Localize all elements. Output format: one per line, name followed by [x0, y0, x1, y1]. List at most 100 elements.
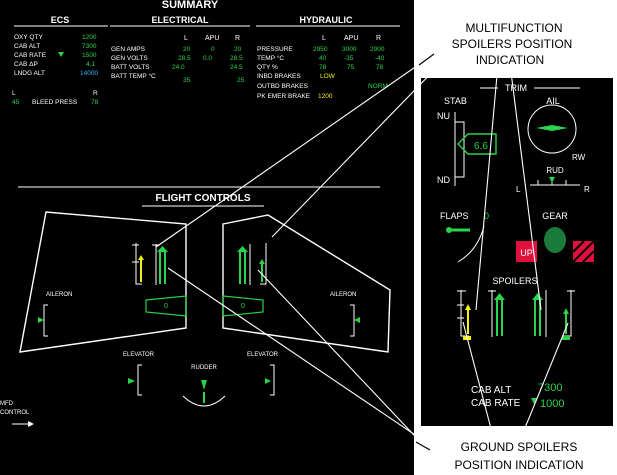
right-aileron-label: AILERON [330, 292, 356, 298]
arrow-up-icon [494, 293, 505, 300]
hyd-value: -35 [344, 55, 354, 62]
arrow-up-icon [563, 308, 569, 314]
mfd-summary-display [0, 0, 414, 475]
ecs-label: CAB ΔP [14, 61, 38, 68]
elec-value: 28.5 [230, 55, 243, 62]
ecs-value: 1500 [82, 52, 97, 59]
leader-line [509, 63, 542, 311]
right-spoiler-indicators [237, 243, 267, 285]
hyd-value: 78 [319, 64, 327, 71]
elec-value: 0 [211, 46, 215, 53]
elec-col-apu: APU [205, 35, 219, 42]
hyd-col-apu: APU [344, 35, 358, 42]
stab-nu-label: NU [437, 111, 450, 121]
right-aileron-scale [350, 304, 355, 337]
summary-title: SUMMARY [162, 0, 219, 11]
ecs-value: 7300 [82, 43, 97, 50]
ecs-value: 4.1 [86, 61, 95, 68]
stab-nd-label: ND [437, 175, 450, 185]
rud-r-label: R [584, 185, 590, 194]
leader-line [271, 59, 445, 238]
spoiler-scale [260, 243, 267, 285]
hatch-line [572, 240, 585, 253]
gear-up-text: UP [520, 248, 533, 258]
ail-rw-label: RW [572, 153, 586, 162]
cab-rate-label: CAB RATE [471, 398, 521, 409]
gear-label: GEAR [542, 211, 568, 221]
gear-left-up-indicator [516, 241, 537, 262]
left-aileron-value: 0 [164, 303, 168, 310]
elec-col-r: R [235, 35, 240, 42]
right-elevator-scale [270, 364, 275, 396]
ecs-value: 14000 [80, 70, 98, 77]
stab-value: 6.6 [474, 141, 488, 152]
stab-label: STAB [444, 96, 467, 106]
bleed-left-value: 45 [12, 99, 20, 106]
left-elevator-scale [137, 364, 142, 396]
ecs-label: CAB RATE [14, 52, 47, 59]
elec-label: GEN AMPS [111, 46, 146, 53]
hyd-value: 1200 [318, 93, 333, 100]
bleed-right-value: 78 [91, 99, 99, 106]
trim-label: TRIM [505, 83, 527, 93]
hyd-value: 78 [376, 64, 384, 71]
bleed-l-label: L [12, 90, 16, 97]
ail-label: AIL [546, 96, 560, 106]
hydraulic-rows: PRESSURE 2950 3000 2900 TEMP °C 40 -35 -… [257, 46, 388, 100]
ail-dial [527, 104, 577, 154]
ecs-label: CAB ALT [14, 43, 40, 50]
hyd-label: INBD BRAKES [257, 73, 301, 80]
elec-value: 35 [183, 77, 191, 84]
cab-rate-arrow-icon [531, 398, 537, 404]
elec-label: GEN VOLTS [111, 55, 148, 62]
hyd-label: TEMP °C [257, 54, 284, 62]
hatch-line [572, 240, 595, 263]
hydraulic-cols: L APU R [322, 35, 381, 42]
arrow-up-icon [465, 304, 471, 310]
right-aileron-value: 0 [241, 303, 245, 310]
callout-leader-lines-dark [415, 53, 435, 451]
hatch-line [582, 250, 595, 263]
left-elevator-pointer-icon [128, 378, 135, 384]
hyd-value: 2900 [370, 46, 385, 53]
elec-value: 24.5 [230, 64, 243, 71]
hyd-value: 3000 [342, 46, 357, 53]
mfs-callout-line2: SPOILERS POSITION [452, 37, 573, 51]
gear-nose-indicator-icon [544, 227, 566, 253]
callout-leader-lines [155, 53, 569, 453]
arrow-up-icon [237, 246, 248, 252]
rudder-trim-pointer-icon [549, 177, 555, 183]
elec-value: 0.0 [203, 55, 212, 62]
leader-line [519, 322, 569, 441]
right-aileron-pointer-icon [354, 317, 360, 323]
cab-alt-value: 7300 [538, 382, 562, 394]
rud-l-label: L [516, 185, 521, 194]
aileron-trim-indicator-icon [536, 125, 568, 131]
ecs-label: LNDG ALT [14, 70, 45, 77]
stab-pointer-box [457, 133, 497, 155]
bleed-label: BLEED PRESS [32, 99, 78, 106]
spoilers-label: SPOILERS [492, 276, 537, 286]
mfs-callout-line1: MULTIFUNCTION [465, 21, 562, 35]
mfd-control-line2: CONTROL [0, 410, 30, 416]
arrow-up-icon [532, 293, 543, 300]
gs-callout-line2: POSITION INDICATION [454, 458, 583, 472]
cab-rate-arrow-icon [58, 52, 64, 57]
arrow-right-icon [28, 421, 34, 427]
mfd-control-line1: MFD [0, 401, 14, 407]
ecs-label: OXY QTY [14, 34, 43, 41]
leader-line [418, 53, 435, 66]
hyd-label: QTY % [257, 64, 278, 71]
cab-alt-label: CAB ALT [471, 385, 511, 396]
right-elevator-pointer-icon [265, 378, 271, 384]
elec-value: 20 [234, 46, 242, 53]
gs-callout-line1: GROUND SPOILERS [461, 440, 578, 454]
elec-value: 20 [183, 46, 191, 53]
hyd-col-r: R [376, 35, 381, 42]
leader-line [475, 63, 499, 311]
elec-value: 25 [237, 77, 245, 84]
hyd-value: 40 [319, 55, 327, 62]
hyd-value: LOW [320, 73, 336, 80]
